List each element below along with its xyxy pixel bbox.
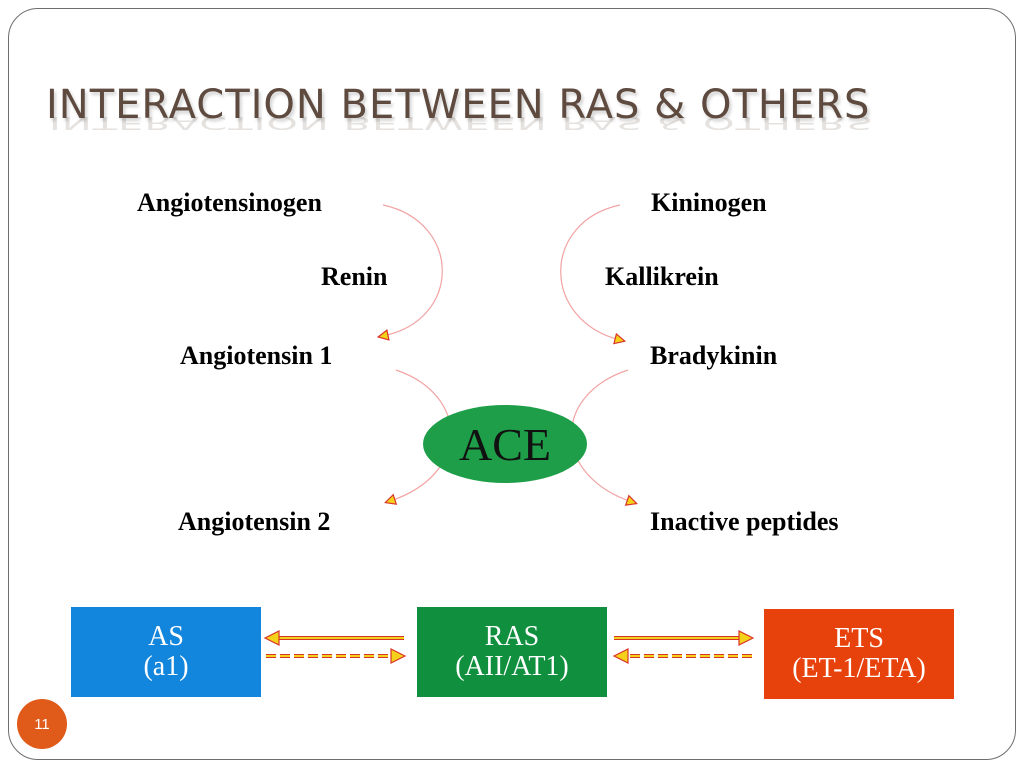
arrow-ras-to-as xyxy=(263,630,404,646)
as-subtitle: (a1) xyxy=(143,651,189,682)
arc-kininogen-to-bradykinin xyxy=(560,204,620,340)
label-kininogen: Kininogen xyxy=(651,188,767,217)
label-renin: Renin xyxy=(321,262,388,291)
page-number: 11 xyxy=(34,715,50,733)
label-inactive-peptides: Inactive peptides xyxy=(650,507,839,536)
arrow-ras-to-ets xyxy=(614,630,755,646)
slide-title: INTERACTION BETWEEN RAS & OTHERS xyxy=(46,82,871,128)
ras-name: RAS xyxy=(484,621,540,652)
arrow-as-to-ras-dashed xyxy=(266,648,407,664)
ace-label: ACE xyxy=(459,418,551,470)
ets-system-box: ETS (ET-1/ETA) xyxy=(764,609,954,699)
label-angiotensinogen: Angiotensinogen xyxy=(137,188,322,217)
as-system-box: AS (a1) xyxy=(71,607,261,697)
label-angiotensin-1: Angiotensin 1 xyxy=(180,341,333,370)
page-number-badge: 11 xyxy=(17,699,67,749)
label-angiotensin-2: Angiotensin 2 xyxy=(178,507,331,536)
slide-title-group: INTERACTION BETWEEN RAS & OTHERS INTERAC… xyxy=(46,82,873,142)
ets-name: ETS xyxy=(834,623,884,654)
ace-ellipse: ACE xyxy=(423,405,587,483)
ras-system-box: RAS (AII/AT1) xyxy=(417,607,607,697)
ets-subtitle: (ET-1/ETA) xyxy=(792,653,926,684)
ras-subtitle: (AII/AT1) xyxy=(455,651,569,682)
label-bradykinin: Bradykinin xyxy=(650,341,778,370)
label-kallikrein: Kallikrein xyxy=(605,262,719,291)
arc-angiotensinogen-to-angiotensin1 xyxy=(383,204,443,336)
arrow-ets-to-ras-dashed xyxy=(612,648,752,664)
as-name: AS xyxy=(148,621,184,652)
